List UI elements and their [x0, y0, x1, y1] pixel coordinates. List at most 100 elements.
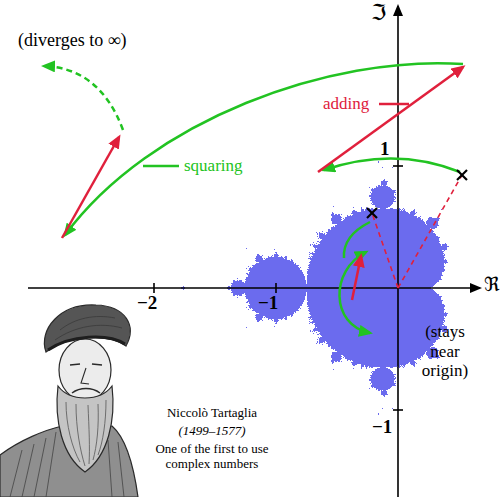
- set-pixel-run: [252, 265, 299, 266]
- set-pixel-run: [413, 210, 415, 211]
- set-pixel-run: [307, 269, 445, 270]
- set-pixel-run: [371, 208, 373, 209]
- set-pixel-run: [274, 249, 275, 250]
- set-pixel-run: [307, 279, 442, 280]
- set-pixel-run: [332, 212, 333, 213]
- set-pixel-run: [250, 271, 302, 272]
- axis-tick: [153, 283, 155, 293]
- set-pixel-run: [331, 347, 430, 348]
- tick-label: −1: [372, 416, 392, 438]
- squaring-arrow: [324, 158, 460, 172]
- set-pixel-run: [308, 265, 444, 266]
- set-pixel-run: [402, 366, 403, 367]
- hatch-line: [76, 404, 85, 466]
- set-pixel-run: [420, 216, 421, 217]
- set-pixel-run: [312, 321, 443, 322]
- set-pixel-run: [276, 322, 277, 323]
- set-pixel-run: [353, 368, 354, 369]
- set-pixel-run: [317, 233, 318, 234]
- set-pixel-run: [343, 355, 423, 356]
- set-pixel-run: [444, 250, 445, 251]
- set-pixel-run: [395, 194, 396, 195]
- hatch-line: [98, 400, 106, 455]
- set-pixel-run: [265, 316, 287, 317]
- set-pixel-run: [335, 349, 437, 350]
- set-pixel-run: [320, 334, 440, 335]
- set-pixel-run: [285, 258, 287, 259]
- set-pixel-run: [271, 256, 272, 257]
- set-pixel-run: [307, 275, 443, 276]
- set-pixel-run: [312, 318, 445, 319]
- set-pixel-run: [381, 185, 382, 186]
- set-pixel-run: [307, 296, 442, 297]
- set-pixel-run: [312, 252, 313, 253]
- set-pixel-run: [353, 207, 354, 208]
- set-pixel-run: [350, 215, 351, 216]
- set-pixel-run: [309, 266, 445, 267]
- set-pixel-run: [255, 264, 296, 265]
- set-pixel-run: [332, 363, 333, 364]
- set-pixel-run: [369, 380, 394, 381]
- set-pixel-run: [372, 384, 395, 385]
- set-pixel-run: [274, 255, 279, 256]
- set-pixel-run: [264, 317, 265, 318]
- cross-stroke: [367, 208, 377, 218]
- set-pixel-run: [332, 354, 424, 355]
- set-pixel-run: [361, 365, 364, 366]
- set-pixel-run: [332, 362, 334, 363]
- position-vector: [372, 213, 398, 288]
- set-pixel-run: [322, 336, 439, 337]
- set-pixel-run: [352, 211, 357, 212]
- set-pixel-run: [314, 331, 315, 332]
- set-pixel-run: [233, 282, 244, 283]
- set-pixel-run: [383, 185, 386, 186]
- annotation: (diverges to ∞): [18, 30, 126, 51]
- set-pixel-run: [337, 351, 426, 352]
- set-pixel-run: [371, 382, 394, 383]
- set-pixel-run: [341, 214, 342, 215]
- set-pixel-run: [307, 273, 442, 274]
- set-pixel-run: [371, 199, 395, 200]
- set-pixel-run: [262, 320, 263, 321]
- set-pixel-run: [307, 303, 442, 304]
- set-pixel-run: [371, 203, 372, 204]
- set-pixel-run: [274, 326, 275, 327]
- set-pixel-run: [333, 226, 334, 227]
- hatch-line: [10, 450, 22, 497]
- set-pixel-run: [328, 346, 330, 347]
- set-pixel-run: [307, 302, 442, 303]
- set-pixel-run: [352, 212, 408, 213]
- set-pixel-run: [320, 243, 440, 244]
- set-pixel-run: [371, 189, 392, 190]
- set-pixel-run: [366, 367, 367, 368]
- set-pixel-run: [416, 363, 417, 364]
- set-pixel-run: [316, 232, 317, 233]
- portrait-face: [59, 339, 111, 401]
- set-pixel-run: [310, 259, 444, 260]
- set-pixel-run: [255, 258, 263, 259]
- set-pixel-run: [268, 318, 283, 319]
- set-pixel-run: [352, 364, 357, 365]
- set-pixel-run: [444, 254, 445, 255]
- set-pixel-run: [245, 282, 306, 283]
- set-pixel-run: [319, 237, 440, 238]
- set-pixel-run: [307, 293, 437, 294]
- set-pixel-run: [317, 236, 318, 237]
- set-pixel-run: [345, 358, 417, 359]
- set-pixel-run: [232, 291, 435, 292]
- leader-dash: [379, 103, 409, 106]
- set-pixel-run: [300, 308, 301, 309]
- axis-tick: [275, 283, 277, 293]
- set-pixel-run: [352, 363, 408, 364]
- set-pixel-run: [256, 256, 262, 257]
- set-pixel-run: [353, 210, 355, 211]
- set-pixel-run: [249, 273, 303, 274]
- set-pixel-run: [322, 231, 323, 232]
- set-pixel-run: [317, 341, 318, 342]
- set-pixel-run: [314, 324, 444, 325]
- set-pixel-run: [248, 270, 302, 271]
- cross-stroke: [367, 208, 377, 218]
- set-pixel-run: [295, 263, 296, 264]
- set-pixel-run: [411, 364, 415, 365]
